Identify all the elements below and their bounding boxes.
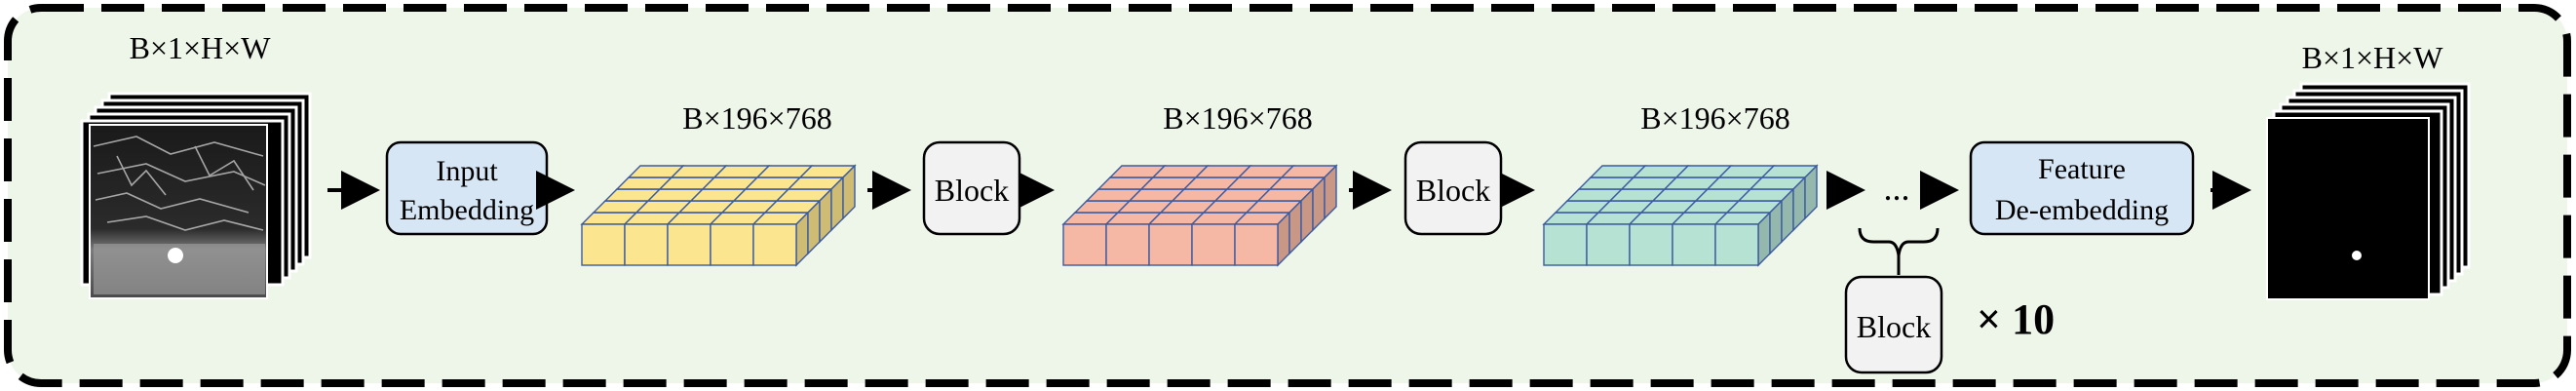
tensor-front-cell xyxy=(1191,223,1236,266)
ellipsis: ... xyxy=(1884,169,1910,208)
input-embedding-line1: Input xyxy=(436,155,498,187)
tensor-1-shape-label: B×196×768 xyxy=(682,100,831,136)
tensor-front-cell xyxy=(624,223,669,266)
tensor-front-cell xyxy=(1105,223,1150,266)
tensor-front-cell xyxy=(710,223,754,266)
tensor-front-cell xyxy=(667,223,711,266)
tensor-side-cell xyxy=(1804,164,1818,220)
tensor-front-cell xyxy=(1234,223,1279,266)
input-shape-label: B×1×H×W xyxy=(130,30,272,65)
block-1-label: Block xyxy=(935,173,1009,208)
output-shape-label: B×1×H×W xyxy=(2302,40,2444,75)
tensor-green xyxy=(1542,164,1819,267)
deembedding-line2: De-embedding xyxy=(1995,194,2169,226)
block-2-label: Block xyxy=(1416,173,1490,208)
input-embedding-line2: Embedding xyxy=(400,194,534,226)
input-embedding-box: Input Embedding xyxy=(385,140,549,236)
tensor-front-cell xyxy=(1062,223,1107,266)
repeat-block-label: Block xyxy=(1857,309,1931,344)
repeat-times-label: × 10 xyxy=(1977,295,2055,343)
tensor-front-cell xyxy=(581,223,626,266)
tensor-side-cell xyxy=(842,164,856,220)
feature-deembedding-box: Feature De-embedding xyxy=(1969,140,2195,236)
tensor-front-cell xyxy=(1629,223,1673,266)
repeat-block: Block xyxy=(1844,275,1943,374)
output-mask-stack: B×1×H×W xyxy=(2266,40,2471,300)
tensor-2-shape-label: B×196×768 xyxy=(1163,100,1312,136)
input-image-stack: B×1×H×W xyxy=(80,30,312,299)
tensor-front-cell xyxy=(1714,223,1759,266)
tensor-front-cell xyxy=(1586,223,1631,266)
tensor-front-cell xyxy=(752,223,797,266)
block-1: Block xyxy=(922,140,1021,236)
tensor-front-cell xyxy=(1543,223,1588,266)
tensor-yellow xyxy=(580,164,857,267)
output-mask xyxy=(2266,117,2430,300)
tensor-front-cell xyxy=(1148,223,1193,266)
tensor-red xyxy=(1061,164,1338,267)
deembedding-line1: Feature xyxy=(2038,153,2126,185)
tensor-front-cell xyxy=(1672,223,1716,266)
tensor-3-shape-label: B×196×768 xyxy=(1640,100,1789,136)
output-mask-dot xyxy=(2352,251,2362,260)
tensor-side-cell xyxy=(1324,164,1337,220)
block-2: Block xyxy=(1403,140,1503,236)
